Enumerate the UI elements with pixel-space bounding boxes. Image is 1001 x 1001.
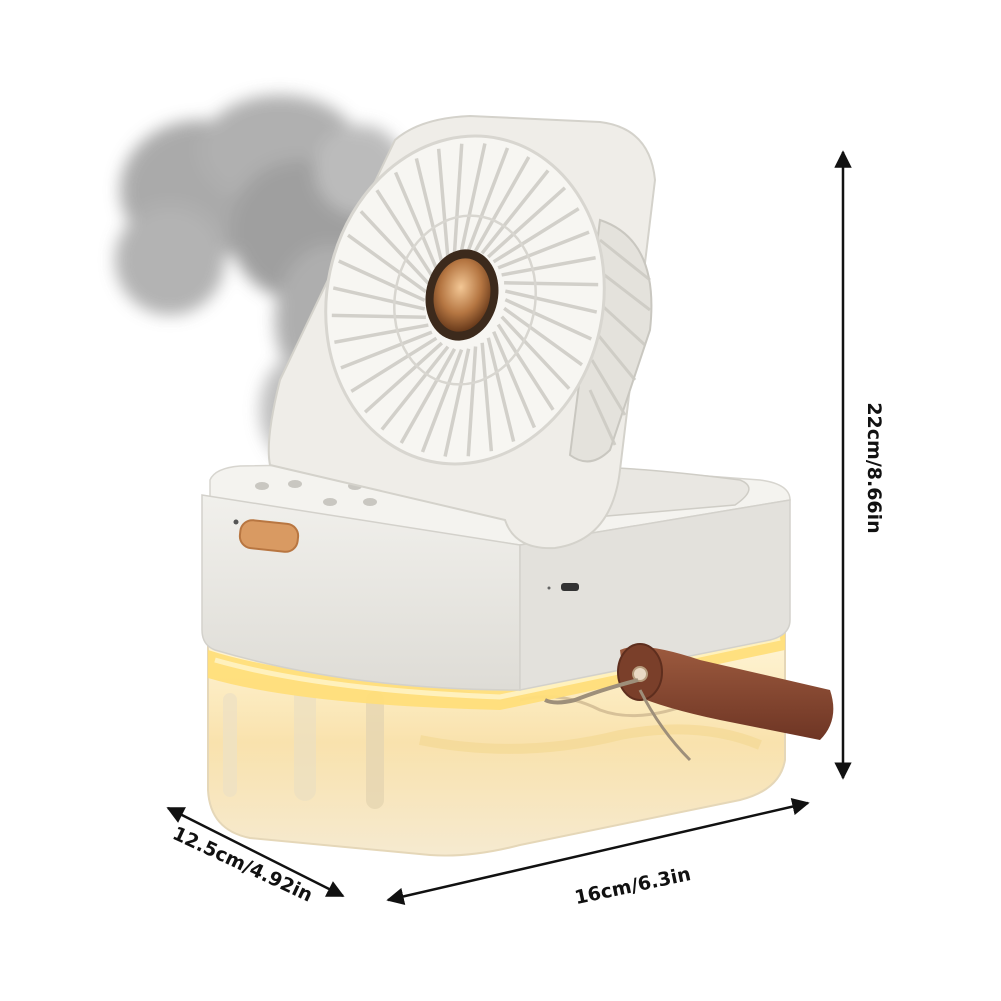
fan-spoke [414, 158, 444, 263]
fan-spoke [473, 156, 531, 252]
carry-strap [544, 643, 834, 762]
fan-spoke [496, 323, 555, 411]
height-label: 22cm/8.66in [863, 402, 885, 533]
fan-spoke [480, 169, 550, 255]
fan-spoke [492, 330, 537, 429]
fan-spoke [443, 348, 471, 457]
fan-spoke [436, 148, 450, 258]
fan-spoke [504, 289, 598, 314]
fan-spoke [497, 230, 590, 270]
fan-spoke [346, 233, 427, 294]
fan-spoke [501, 256, 596, 277]
fan-spoke [486, 186, 567, 259]
indicator-dot-icon [233, 519, 239, 525]
fan-spoke [399, 348, 457, 444]
fan-spoke [503, 306, 584, 367]
light-strip [208, 625, 785, 710]
fan-spoke [340, 330, 433, 370]
fan-spoke [504, 298, 592, 341]
fan-spoke [375, 189, 434, 277]
power-button[interactable] [238, 519, 300, 553]
mist-cloud [115, 95, 405, 465]
width-arrow [386, 798, 810, 905]
fan-spoke [332, 286, 426, 311]
fan-head [267, 114, 657, 550]
fan-spoke [363, 341, 444, 414]
depth-arrow [166, 806, 345, 898]
fan-spoke [466, 147, 510, 252]
fan-spoke [459, 143, 487, 252]
fan-spoke [338, 259, 426, 302]
fan-spoke [380, 345, 450, 431]
fan-spoke [452, 143, 464, 254]
fan-spoke [350, 336, 438, 393]
fan-spoke [500, 315, 571, 390]
fan-spoke [334, 323, 429, 344]
usb-port [561, 583, 579, 591]
fan-spoke [504, 280, 599, 287]
fan-spoke [486, 337, 516, 442]
fan-spoke [420, 348, 464, 453]
fan-spoke [393, 171, 438, 270]
width-label: 16cm/6.3in [573, 863, 693, 909]
fan-spoke [480, 342, 494, 452]
fan-spoke [492, 207, 580, 264]
fan-spoke [359, 210, 430, 285]
fan-spoke [331, 313, 426, 320]
fan-spoke [466, 346, 478, 457]
